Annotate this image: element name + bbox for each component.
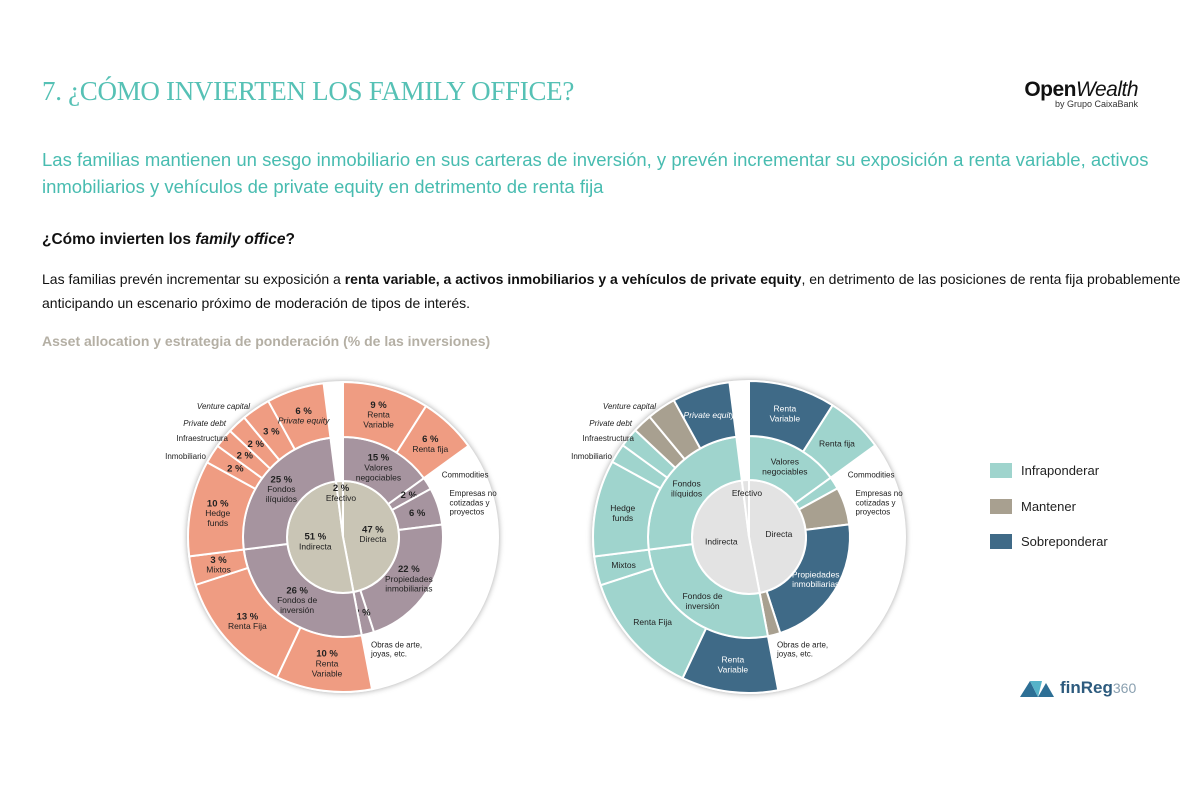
logo-text: 360 [1112,680,1137,696]
segment-name-label: Commodities [848,470,895,479]
legend-label: Mantener [1021,499,1076,514]
body-text: , en detrimento de las posiciones de ren… [42,271,1181,311]
segment-name-label: Infraestructura [582,434,634,443]
finreg-mark-icon [1020,681,1054,697]
segment-value-label: 6 % [409,508,426,519]
segment-name-label: Inmobiliario [571,452,612,461]
chart-title: Asset allocation y estrategia de pondera… [42,333,491,349]
legend-label: Sobreponderar [1021,534,1108,549]
section-body: Las familias prevén incrementar su expos… [42,267,1182,315]
segment-name-label: Venture capital [603,402,656,411]
segment-name-label: Infraestructura [176,434,228,443]
section-heading: ¿Cómo invierten los family office? [42,231,295,249]
inner-segment-label: 51 %Indirecta [299,531,332,551]
segment-name-label: Inmobiliario [165,452,206,461]
heading-text: ¿Cómo invierten los [42,231,196,248]
outer-ring-segment [801,403,877,480]
legend-item-infraponderar: Infraponderar [990,463,1099,478]
segment-value-label: 2 % [401,490,418,501]
segment-name-label: Obras de arte,joyas, etc. [370,640,422,658]
legend-swatch [990,463,1012,478]
inner-segment-label: Directa [765,529,792,539]
heading-text: ? [285,231,295,248]
openwealth-logo: OpenWealth by Grupo CaixaBank [1008,78,1138,109]
segment-value-label: 2 % [354,608,371,619]
inner-segment-label: Indirecta [705,536,738,546]
outer-segment-label: Renta Fija [633,617,672,627]
segment-name-label: Private debt [589,419,632,428]
segment-value-label: 3 % [263,427,280,438]
legend-item-mantener: Mantener [990,499,1076,514]
outer-segment-label: 6 %Renta fija [412,434,448,454]
inner-segment-label: Efectivo [732,488,763,498]
outer-ring-segment [266,382,332,451]
segment-value-label: 2 % [248,439,265,450]
heading-italic: family office [195,231,286,248]
body-bold: renta variable, a activos inmobiliarios … [344,271,802,287]
outer-segment-label: 6 %Private equity [278,406,330,426]
outer-segment-label: Private equity [684,410,736,420]
segment-value-label: 2 % [237,451,254,462]
segment-name-label: Venture capital [197,402,250,411]
body-text: Las familias prevén incrementar su expos… [42,271,345,287]
page-title: 7. ¿CÓMO INVIERTEN LOS FAMILY OFFICE? [42,76,575,106]
logo-subtext: by Grupo CaixaBank [1054,99,1138,109]
finreg360-logo: finReg360 [1020,678,1136,698]
outer-ring-segment [672,381,738,450]
outer-segment-label: Mixtos [611,560,636,570]
page-subtitle: Las familias mantienen un sesgo inmobili… [42,149,1149,197]
inner-segment-label: 47 %Directa [359,524,386,544]
legend-label: Infraponderar [1021,463,1100,478]
outer-segment-label: 3 %Mixtos [206,555,231,575]
legend-swatch [990,534,1012,549]
outer-segment-label: 13 %Renta Fija [228,611,267,631]
logo-text: finReg [1060,678,1113,697]
outer-segment-label: Renta fija [819,438,855,448]
legend-item-sobreponderar: Sobreponderar [990,534,1108,549]
segment-name-label: Commodities [442,470,489,479]
outer-ring-segment [395,404,470,480]
logo-text: Open [1024,78,1077,101]
segment-value-label: 2 % [227,464,244,475]
segment-name-label: Private debt [183,419,226,428]
segment-name-label: Obras de arte,joyas, etc. [776,640,828,658]
legend-swatch [990,499,1012,514]
logo-text: Wealth [1076,78,1138,101]
inner-segment-label: 2 %Efectivo [326,483,357,503]
